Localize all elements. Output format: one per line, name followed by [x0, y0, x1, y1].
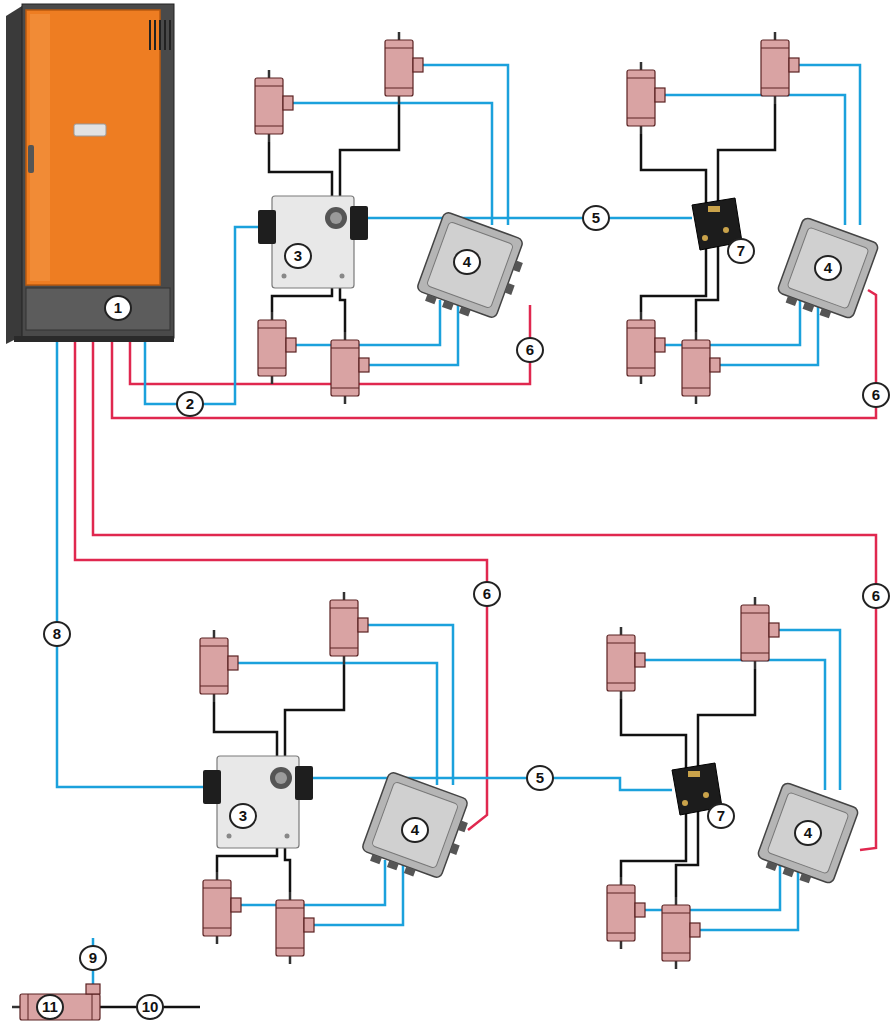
callout-number: 6: [473, 581, 501, 607]
drive-group: [200, 592, 475, 964]
callout-number: 9: [79, 945, 107, 971]
control-cabinet: [6, 4, 174, 344]
callout-number: 6: [862, 382, 890, 408]
callout-number: 3: [229, 803, 257, 829]
callout-number: 2: [176, 391, 204, 417]
callout-number: 6: [862, 583, 890, 609]
callout-number: 5: [582, 205, 610, 231]
callout-number: 4: [401, 817, 429, 843]
drive-group: [607, 597, 859, 969]
drive-group: [255, 32, 530, 404]
motor-11: [12, 938, 200, 1020]
callout-number: 3: [284, 243, 312, 269]
callout-number: 4: [453, 249, 481, 275]
blue-cable: [368, 217, 692, 220]
blue-cable: [313, 778, 672, 790]
callout-number: 10: [136, 994, 164, 1020]
callout-number: 8: [43, 621, 71, 647]
callout-number: 5: [526, 765, 554, 791]
callout-number: 4: [794, 820, 822, 846]
callout-number: 7: [707, 803, 735, 829]
blue-cable: [57, 340, 203, 787]
callout-number: 4: [814, 255, 842, 281]
callout-number: 7: [727, 238, 755, 264]
drive-group: [627, 32, 879, 404]
callout-number: 1: [104, 295, 132, 321]
callout-number: 6: [516, 337, 544, 363]
callout-number: 11: [36, 994, 64, 1020]
